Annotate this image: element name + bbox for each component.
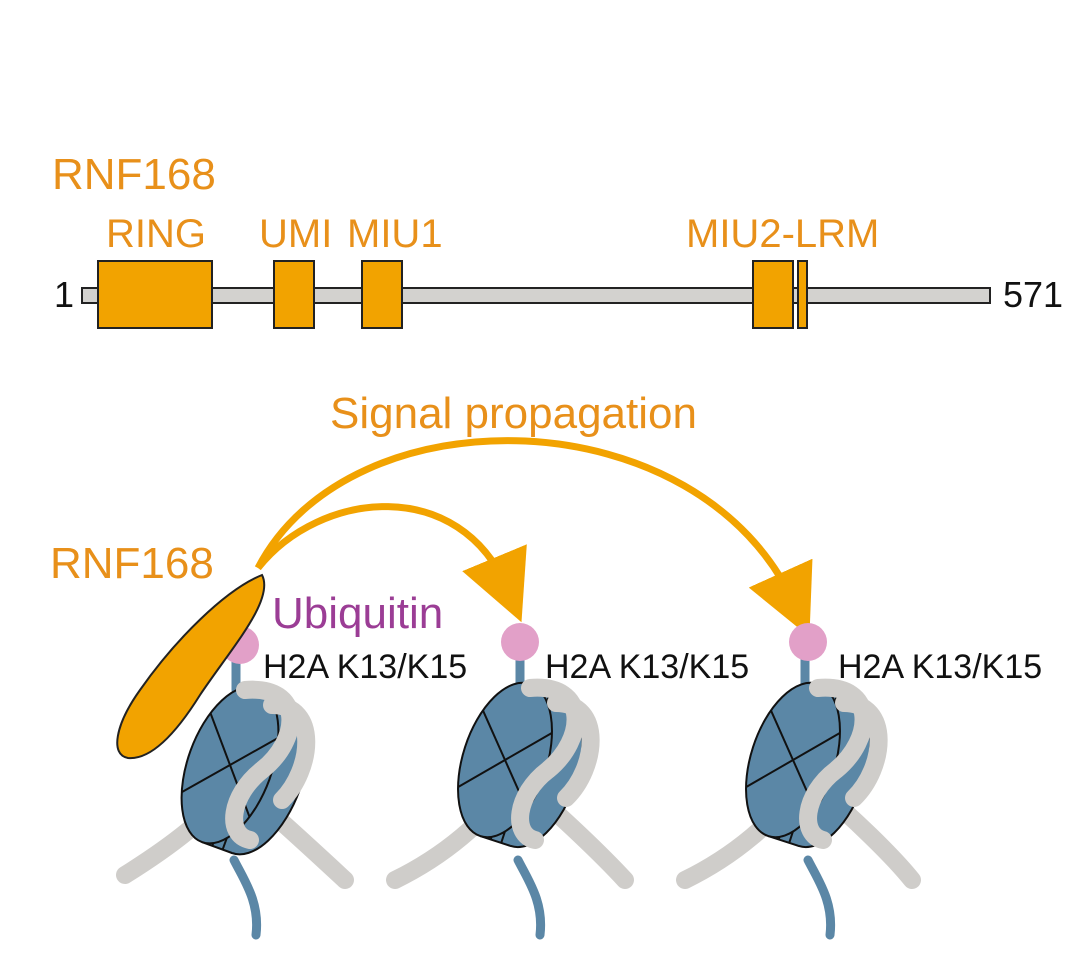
miu1-domain-box [361, 260, 403, 329]
dna-wrap [835, 694, 888, 807]
rnf168-enzyme-shape [116, 573, 266, 760]
signal-propagation-title: Signal propagation [330, 389, 697, 438]
ubiquitin-marker-2 [501, 623, 539, 661]
ring-domain-box [97, 260, 213, 329]
sequence-start-label: 1 [54, 274, 74, 315]
nucleosome-1 [116, 650, 354, 940]
propagation-arrow-far [254, 437, 813, 637]
dna-wrap [263, 696, 316, 809]
miu2-domain-box [752, 260, 794, 329]
site-label-3: H2A K13/K15 [838, 648, 1042, 686]
ubiquitin-label: Ubiquitin [272, 589, 443, 638]
nucleosome-2 [386, 650, 634, 940]
dna-wrap [547, 694, 600, 807]
propagation-arrow-near [255, 503, 527, 623]
domain-label-umi: UMI [259, 212, 332, 256]
histone-tail [803, 855, 836, 940]
protein-backbone [81, 287, 991, 304]
ubiquitin-marker-3 [789, 623, 827, 661]
umi-domain-box [273, 260, 315, 329]
domain-label-miu1: MIU1 [347, 212, 443, 256]
domain-label-ring: RING [106, 212, 206, 256]
sequence-end-label: 571 [1003, 274, 1063, 315]
domain-label-miu2-lrm: MIU2-LRM [686, 212, 879, 256]
histone-tail [513, 855, 546, 940]
protein-title: RNF168 [52, 150, 216, 199]
enzyme-label: RNF168 [50, 539, 214, 588]
histone-tail [229, 855, 262, 940]
site-label-1: H2A K13/K15 [263, 648, 467, 686]
nucleosome-3 [676, 650, 921, 940]
site-label-2: H2A K13/K15 [545, 648, 749, 686]
lrm-domain-box [797, 260, 808, 329]
